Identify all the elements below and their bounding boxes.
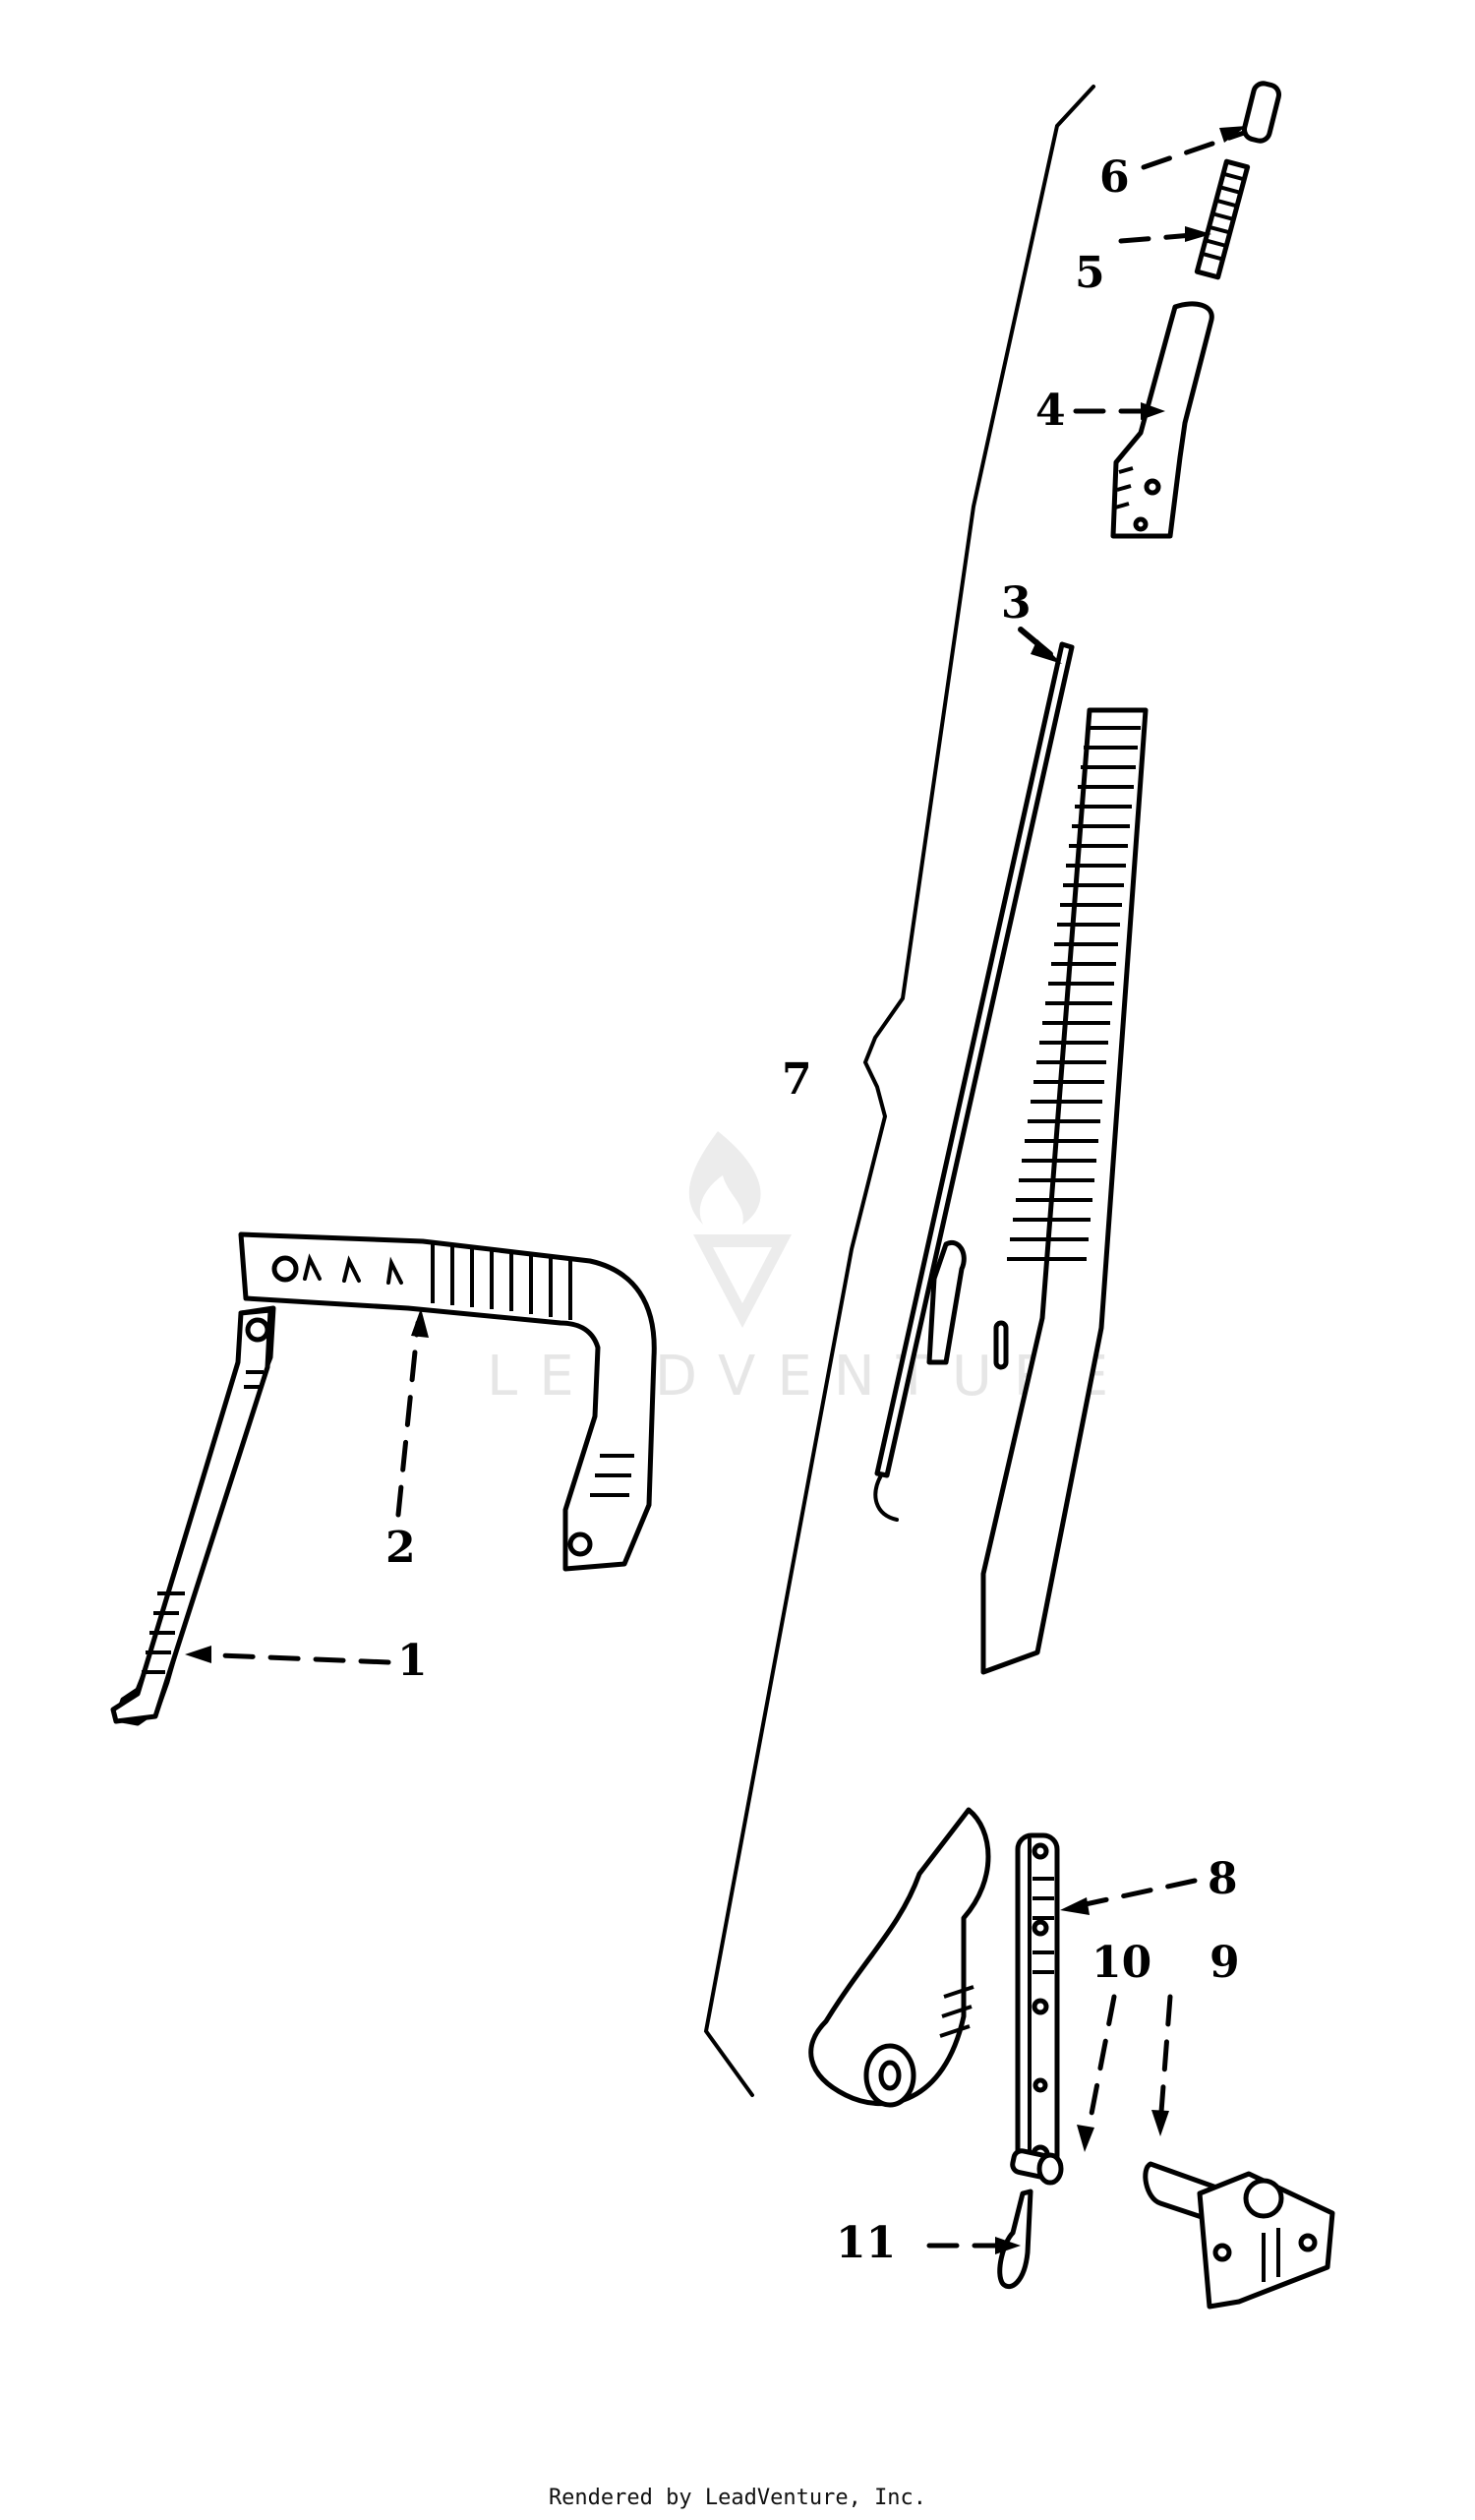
callout-2: 2 [385, 1523, 416, 1573]
callout-5: 5 [1075, 248, 1105, 298]
callout-4: 4 [1035, 386, 1066, 436]
part-5-spring [1194, 158, 1251, 280]
part-2-quadrant [238, 1231, 657, 1572]
callout-labels: 6 5 4 3 7 2 1 8 10 9 11 [385, 152, 1240, 2268]
part-4-handle [1110, 301, 1214, 539]
v-logo-icon [693, 1234, 792, 1328]
callout-7: 7 [782, 1054, 812, 1105]
part-11-cotter-pin [997, 2189, 1033, 2290]
callout-8: 8 [1208, 1854, 1238, 1904]
callout-10: 10 [1092, 1938, 1151, 1988]
part-7-lever [808, 707, 1149, 2108]
part-10-clevis-pin [1010, 2148, 1064, 2186]
part-9-pivot-bracket [1143, 2161, 1335, 2310]
callout-11: 11 [836, 2218, 896, 2268]
part-1-bracket [110, 1305, 276, 1726]
callout-1: 1 [397, 1636, 428, 1686]
part-6-pin [1241, 81, 1282, 144]
leader-lines [185, 126, 1247, 2254]
part-7-bracket-line [703, 85, 1095, 2097]
callout-3: 3 [1001, 578, 1032, 629]
footer-credit: Rendered by LeadVenture, Inc. [548, 2486, 927, 2510]
callout-6: 6 [1099, 152, 1130, 203]
flame-logo-icon [688, 1131, 761, 1225]
callout-9: 9 [1210, 1938, 1240, 1988]
part-8-link [1015, 1832, 1060, 2173]
part-3-rod [873, 641, 1075, 1522]
